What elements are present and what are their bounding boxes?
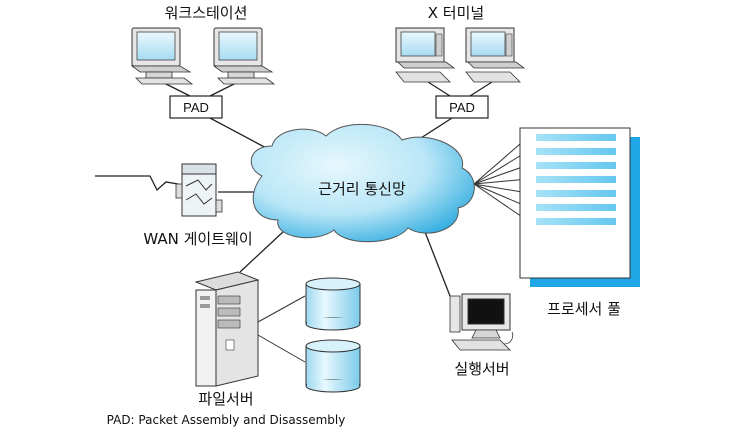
pad-left-to-lan-line [209,117,271,151]
wan-link-line [95,175,179,192]
pad-box-right: PAD [435,95,489,119]
pad-left-label: PAD [183,100,209,115]
file-server-label: 파일서버 [198,390,253,408]
x-terminal-right [465,27,526,83]
lan-cloud: 근거리 통신망 [250,123,475,243]
x-terminal-left [395,27,456,83]
lan-label: 근거리 통신망 [318,180,406,198]
exec-server-icon [449,293,514,351]
xterminal-to-pad-lines [427,81,493,97]
wan-gateway-label: WAN 게이트웨이 [143,230,252,248]
disk-icon-lower [305,339,361,393]
x-terminal-label: X 터미널 [428,4,484,22]
lan-to-pool-lines [473,136,529,222]
workstation-monitor-left [130,27,194,85]
processor-pool-label: 프로세서 풀 [547,300,621,318]
wan-gateway-icon [175,163,223,217]
pad-right-label: PAD [449,100,475,115]
footnote: PAD: Packet Assembly and Disassembly [107,413,346,427]
connections [95,81,529,363]
workstation-label: 워크스테이션 [165,4,248,22]
server-to-disk-lines [257,295,306,363]
disk-icon-upper [305,277,361,331]
pad-box-left: PAD [169,95,223,119]
file-server-icon [194,271,260,387]
processor-pool-icon [519,127,640,287]
exec-server-label: 실행서버 [454,360,509,378]
workstation-monitor-right [212,27,276,85]
